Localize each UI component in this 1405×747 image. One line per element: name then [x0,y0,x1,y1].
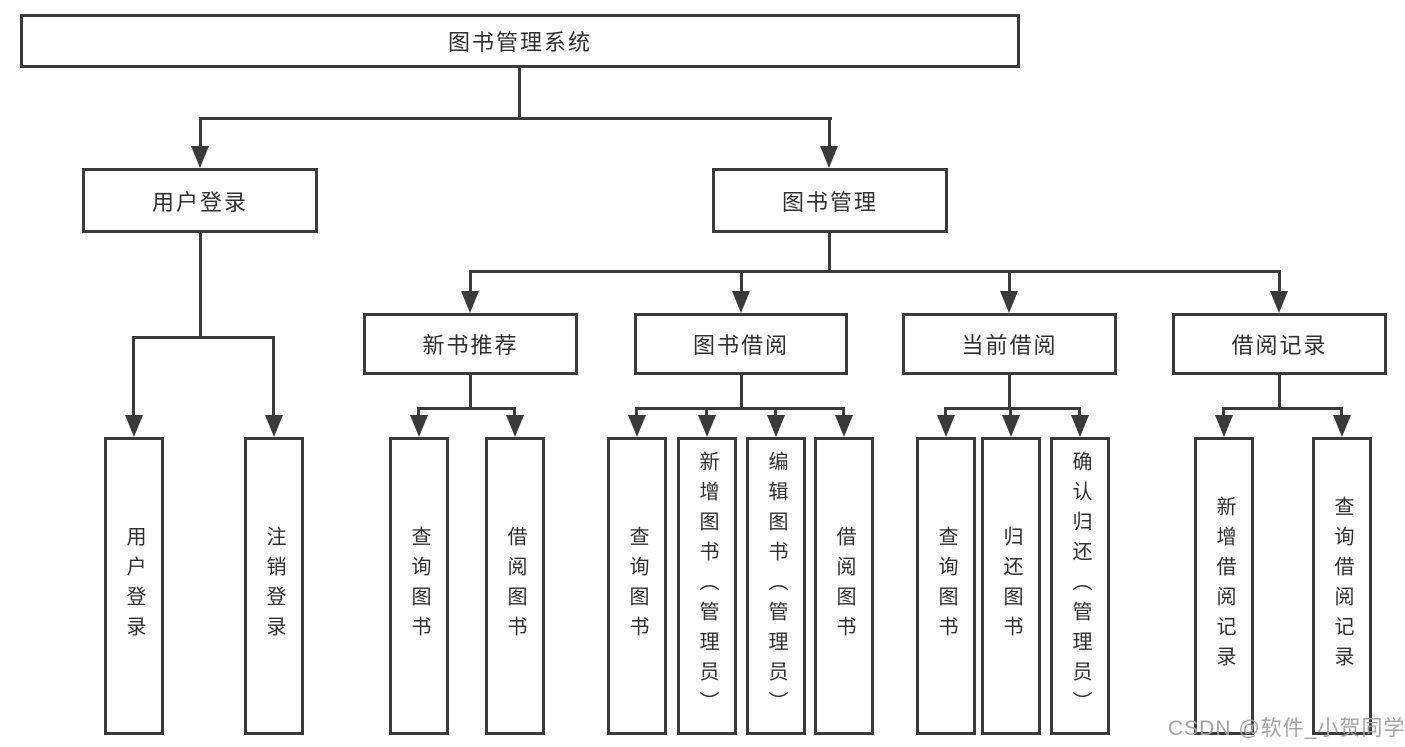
connector-line [635,407,638,419]
node-book-management: 图书管理 [712,168,948,233]
connector-line [132,336,275,339]
arrow-down-icon [628,415,646,437]
arrow-down-icon [1215,415,1233,437]
node-book-borrowing: 图书借阅 [634,313,848,375]
leaf-query-borrow-record-label: 查询借阅记录 [1331,496,1353,676]
csdn-watermark: CSDN @软件_小贺同学 [1168,717,1405,740]
connector-line [1008,375,1011,410]
leaf-borrow-books-borrowing: 借阅图书 [814,437,874,735]
leaf-edit-books-admin: 编辑图书（管理员） [746,437,806,735]
node-user-login: 用户登录 [82,168,318,233]
connector-line [199,117,202,148]
leaf-borrow-books-newbook: 借阅图书 [485,437,545,735]
arrow-down-icon [410,415,428,437]
leaf-confirm-return-admin: 确认归还（管理员） [1050,437,1110,735]
connector-line [272,336,275,417]
connector-line [469,270,1281,273]
leaf-user-login: 用户登录 [104,437,164,735]
leaf-query-books-borrowing: 查询图书 [607,437,667,735]
node-current-borrowing-label: 当前借阅 [961,333,1058,358]
connector-line [199,233,202,336]
arrow-down-icon [835,415,853,437]
connector-line [1340,407,1343,419]
leaf-confirm-return-admin-label: 确认归还（管理员） [1069,451,1091,721]
leaf-logout-label: 注销登录 [263,526,285,646]
connector-line [1078,407,1081,419]
leaf-query-books-newbook-label: 查询图书 [408,526,430,646]
connector-line [705,407,708,419]
arrow-down-icon [1270,291,1288,313]
connector-line [774,407,777,419]
connector-line [513,407,516,419]
node-user-login-label: 用户登录 [151,189,248,215]
leaf-add-borrow-record: 新增借阅记录 [1194,437,1254,735]
arrow-down-icon [1071,415,1089,437]
leaf-borrow-books-newbook-label: 借阅图书 [504,526,526,646]
leaf-add-books-admin: 新增图书（管理员） [677,437,737,735]
connector-line [132,336,135,417]
leaf-query-borrow-record: 查询借阅记录 [1312,437,1372,735]
arrow-down-icon [820,146,838,168]
connector-line [635,407,845,410]
connector-line [828,233,831,273]
connector-line [1222,407,1343,410]
arrow-down-icon [732,291,750,313]
leaf-return-books-label: 归还图书 [1000,526,1022,646]
connector-line [469,270,472,293]
leaf-logout: 注销登录 [244,437,304,735]
node-book-borrowing-label: 图书借阅 [692,333,789,358]
node-book-management-label: 图书管理 [781,189,878,215]
connector-line [1278,375,1281,410]
arrow-down-icon [265,415,283,437]
arrow-down-icon [191,146,209,168]
node-borrowing-records-label: 借阅记录 [1231,333,1328,358]
connector-line [842,407,845,419]
leaf-add-books-admin-label: 新增图书（管理员） [696,451,718,721]
connector-line [944,407,947,419]
connector-line [828,117,831,148]
arrow-down-icon [698,415,716,437]
connector-line [518,68,521,120]
leaf-add-borrow-record-label: 新增借阅记录 [1213,496,1235,676]
connector-line [944,407,1081,410]
connector-line [740,270,743,293]
arrow-down-icon [767,415,785,437]
connector-line [417,407,516,410]
node-library-system-label: 图书管理系统 [447,30,592,55]
leaf-query-books-current: 查询图书 [916,437,976,735]
connector-line [417,407,420,419]
node-new-book-recommend: 新书推荐 [363,313,578,375]
leaf-query-books-borrowing-label: 查询图书 [626,526,648,646]
arrow-down-icon [506,415,524,437]
connector-line [1278,270,1281,293]
arrow-down-icon [125,415,143,437]
connector-line [1222,407,1225,419]
connector-line [1008,270,1011,293]
connector-line [740,375,743,410]
connector-line [199,117,832,120]
leaf-return-books: 归还图书 [981,437,1041,735]
node-new-book-recommend-label: 新书推荐 [422,333,519,358]
node-borrowing-records: 借阅记录 [1172,313,1387,375]
leaf-user-login-label: 用户登录 [123,526,145,646]
leaf-borrow-books-borrowing-label: 借阅图书 [833,526,855,646]
node-current-borrowing: 当前借阅 [902,313,1117,375]
arrow-down-icon [461,291,479,313]
leaf-edit-books-admin-label: 编辑图书（管理员） [765,451,787,721]
connector-line [1009,407,1012,419]
leaf-query-books-current-label: 查询图书 [935,526,957,646]
node-library-system: 图书管理系统 [20,14,1020,68]
arrow-down-icon [1333,415,1351,437]
arrow-down-icon [1000,291,1018,313]
connector-line [469,375,472,410]
leaf-query-books-newbook: 查询图书 [389,437,449,735]
arrow-down-icon [1002,415,1020,437]
arrow-down-icon [937,415,955,437]
